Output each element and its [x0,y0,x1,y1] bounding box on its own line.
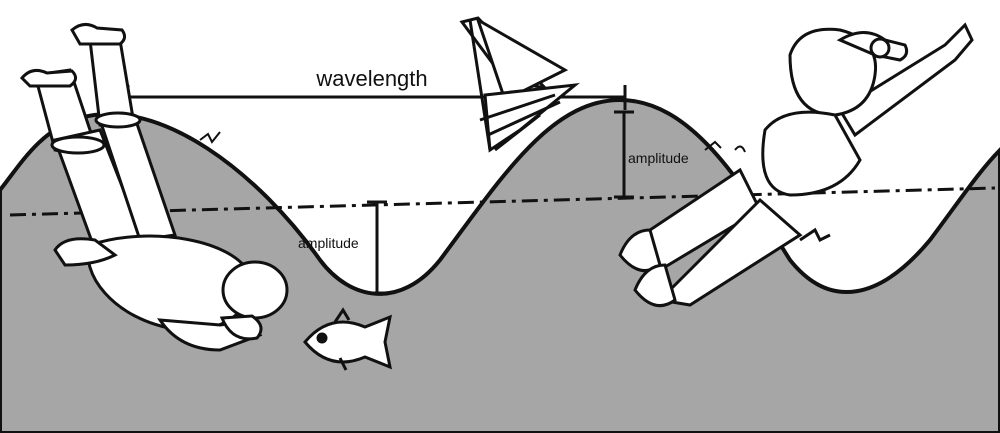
wavelength-label: wavelength [315,66,427,91]
equilibrium-line [9,186,996,217]
diving-swimmer-icon [19,23,289,352]
amplitude-label-right: amplitude [628,150,689,166]
capsized-sailboat-icon [459,16,580,153]
amplitude-bracket-right [614,110,634,199]
surface-spray [199,131,746,153]
fish-icon [303,307,393,371]
amplitude-label-left: amplitude [298,235,359,251]
leaping-swimmer-with-goggles-icon [618,22,974,308]
water-body [0,97,1000,433]
amplitude-bracket-left [367,200,387,295]
